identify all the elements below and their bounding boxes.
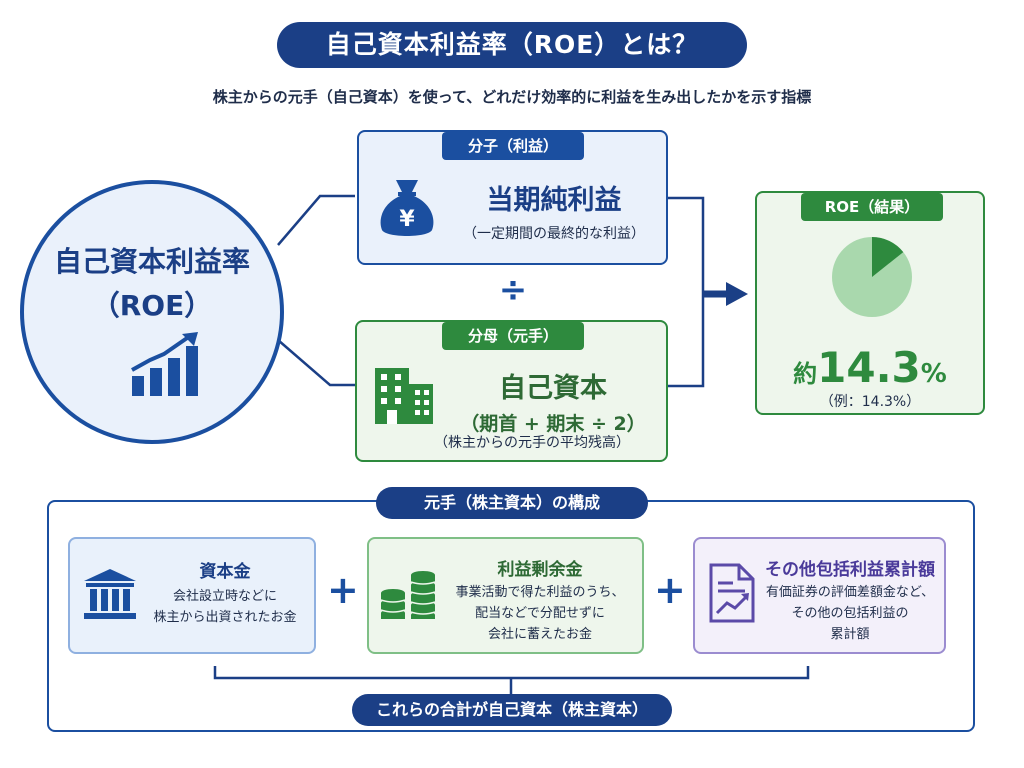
card-oci-desc-3: 累計額 xyxy=(830,627,870,642)
result-tag: ROE（結果） xyxy=(801,193,943,221)
result-value: 約14.3% xyxy=(757,343,983,392)
result-box: ROE（結果） 約14.3% （例：14.3%） xyxy=(755,191,985,415)
bank-building-icon xyxy=(84,569,136,619)
card-retained-earnings: 利益剰余金 事業活動で得た利益のうち、 配当などで分配せずに 会社に蓄えたお金 xyxy=(367,537,644,654)
card-other-comprehensive-income: その他包括利益累計額 有価証券の評価差額金など、 その他の包括利益の 累計額 xyxy=(693,537,946,654)
roe-circle-title: 自己資本利益率 xyxy=(53,245,250,278)
numerator-tag: 分子（利益） xyxy=(442,132,584,160)
result-prefix: 約 xyxy=(793,360,818,388)
growth-chart-icon xyxy=(131,332,198,396)
denominator-title: 自己資本 xyxy=(499,373,607,404)
svg-text:¥: ¥ xyxy=(399,207,415,232)
card-oci-desc-2: その他の包括利益の xyxy=(791,606,909,621)
card-oci-title: その他包括利益累計額 xyxy=(765,560,935,580)
numerator-box: 分子（利益） ¥ 当期純利益 （一定期間の最終的な利益） xyxy=(357,130,668,265)
roe-circle-subtitle: （ROE） xyxy=(91,289,213,322)
pie-slice-roe xyxy=(872,237,904,277)
card-capital-title: 資本金 xyxy=(199,562,251,582)
card-retained-title: 利益剰余金 xyxy=(497,560,583,580)
card-capital: 資本金 会社設立時などに 株主から出資されたお金 xyxy=(68,537,316,654)
building-icon xyxy=(375,368,433,424)
money-bag-yen-icon: ¥ xyxy=(380,180,434,236)
roe-circle: 自己資本利益率 （ROE） xyxy=(20,180,284,444)
numerator-note: （一定期間の最終的な利益） xyxy=(463,226,645,242)
card-retained-desc-2: 配当などで分配せずに xyxy=(475,606,605,621)
card-retained-desc-3: 会社に蓄えたお金 xyxy=(487,627,592,642)
denominator-box: 分母（元手） 自己資本 （期首 + 期末 ÷ 2） （株主からの元手の平均残高） xyxy=(355,320,668,462)
coin-stacks-icon xyxy=(380,571,436,619)
plus-sign-1: + xyxy=(327,568,359,612)
result-percent: % xyxy=(920,359,947,389)
document-chart-icon xyxy=(709,563,755,623)
page-subtitle: 株主からの元手（自己資本）を使って、どれだけ効率的に利益を生み出したかを示す指標 xyxy=(212,88,812,106)
result-example: （例：14.3%） xyxy=(819,394,921,410)
divide-operator: ÷ xyxy=(498,270,528,310)
card-oci-desc-1: 有価証券の評価差額金など、 xyxy=(765,585,935,600)
result-pie-chart xyxy=(832,237,912,317)
numerator-title: 当期純利益 xyxy=(486,185,622,216)
page-title: 自己資本利益率（ROE）とは？ xyxy=(277,22,747,68)
denominator-formula: （期首 + 期末 ÷ 2） xyxy=(460,413,646,435)
card-capital-desc-2: 株主から出資されたお金 xyxy=(153,610,297,625)
result-number: 14.3 xyxy=(817,343,921,392)
card-capital-desc-1: 会社設立時などに xyxy=(172,589,277,604)
plus-sign-2: + xyxy=(654,568,686,612)
composition-heading: 元手（株主資本）の構成 xyxy=(376,487,648,519)
card-retained-desc-1: 事業活動で得た利益のうち、 xyxy=(455,585,625,600)
denominator-tag: 分母（元手） xyxy=(442,322,584,350)
denominator-note: （株主からの元手の平均残高） xyxy=(434,435,630,451)
composition-footer: これらの合計が自己資本（株主資本） xyxy=(352,694,672,726)
